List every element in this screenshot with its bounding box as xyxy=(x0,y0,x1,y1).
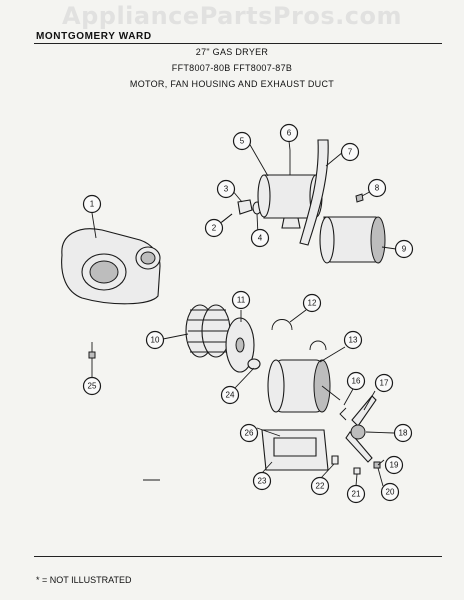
clip-part-22 xyxy=(331,455,339,465)
callout-label: 8 xyxy=(375,184,380,193)
callout-label: 1 xyxy=(90,200,95,209)
callout-label: 20 xyxy=(386,488,395,497)
callout-25: 25 xyxy=(82,376,102,396)
callout-24: 24 xyxy=(220,385,240,405)
pulley-part-11 xyxy=(225,317,261,373)
callout-5: 5 xyxy=(232,131,252,151)
footnote: * = NOT ILLUSTRATED xyxy=(36,575,132,585)
callout-20: 20 xyxy=(380,482,400,502)
clip-part-25 xyxy=(88,342,96,359)
callout-10: 10 xyxy=(145,330,165,350)
callout-8: 8 xyxy=(367,178,387,198)
diagram-title: 27" GAS DRYER xyxy=(195,47,269,57)
idler-arm-part-17 xyxy=(345,395,377,463)
callout-12: 12 xyxy=(302,293,322,313)
callout-label: 9 xyxy=(402,245,407,254)
callout-label: 5 xyxy=(240,137,245,146)
seal-strip-part-7 xyxy=(299,139,329,246)
callout-16: 16 xyxy=(346,371,366,391)
clip-part-3 xyxy=(237,199,253,215)
model-numbers: FFT8007-80B FFT8007-87B xyxy=(171,63,293,73)
callout-23: 23 xyxy=(252,471,272,491)
callout-2: 2 xyxy=(204,218,224,238)
blower-wheel-part-10 xyxy=(185,304,231,358)
callout-22: 22 xyxy=(310,476,330,496)
callout-4: 4 xyxy=(250,228,270,248)
callout-label: 26 xyxy=(245,429,254,438)
clamp-part-12 xyxy=(271,319,327,351)
callout-label: 11 xyxy=(237,296,246,305)
footer-rule xyxy=(34,556,442,557)
screw-part-8 xyxy=(355,193,364,203)
callout-21: 21 xyxy=(346,484,366,504)
callout-label: 23 xyxy=(258,477,267,486)
callout-label: 18 xyxy=(399,429,408,438)
callout-label: 7 xyxy=(348,148,353,157)
exhaust-tube-part-9 xyxy=(319,216,386,264)
pin-part-21 xyxy=(353,467,361,475)
callout-label: 17 xyxy=(380,379,389,388)
callout-label: 12 xyxy=(308,299,317,308)
watermark: AppliancePartsPros.com xyxy=(62,2,402,30)
callout-label: 16 xyxy=(352,377,361,386)
motor-part-13 xyxy=(267,359,341,413)
callout-7: 7 xyxy=(340,142,360,162)
spring-part-16 xyxy=(339,407,347,421)
screw-part-19 xyxy=(373,461,381,469)
callout-1: 1 xyxy=(82,194,102,214)
callout-label: 4 xyxy=(258,234,263,243)
callout-label: 22 xyxy=(316,482,325,491)
callout-6: 6 xyxy=(279,123,299,143)
callout-label: 24 xyxy=(226,391,235,400)
callout-13: 13 xyxy=(343,330,363,350)
callout-label: 19 xyxy=(390,461,399,470)
callout-26: 26 xyxy=(239,423,259,443)
callout-label: 3 xyxy=(224,185,229,194)
callout-label: 25 xyxy=(88,382,97,391)
callout-18: 18 xyxy=(393,423,413,443)
callout-label: 2 xyxy=(212,224,217,233)
callout-3: 3 xyxy=(216,179,236,199)
header-rule xyxy=(34,43,442,44)
callout-label: 6 xyxy=(287,129,292,138)
callout-19: 19 xyxy=(384,455,404,475)
callout-9: 9 xyxy=(394,239,414,259)
fan-housing-part-1 xyxy=(61,228,161,305)
callout-label: 10 xyxy=(151,336,160,345)
callout-label: 13 xyxy=(349,336,358,345)
callout-11: 11 xyxy=(231,290,251,310)
callout-label: 21 xyxy=(352,490,361,499)
section-title: MOTOR, FAN HOUSING AND EXHAUST DUCT xyxy=(129,79,335,89)
brand-text: MONTGOMERY WARD xyxy=(36,31,152,42)
leader-lines xyxy=(91,140,397,487)
callout-17: 17 xyxy=(374,373,394,393)
motor-mount-part-23 xyxy=(261,429,329,471)
